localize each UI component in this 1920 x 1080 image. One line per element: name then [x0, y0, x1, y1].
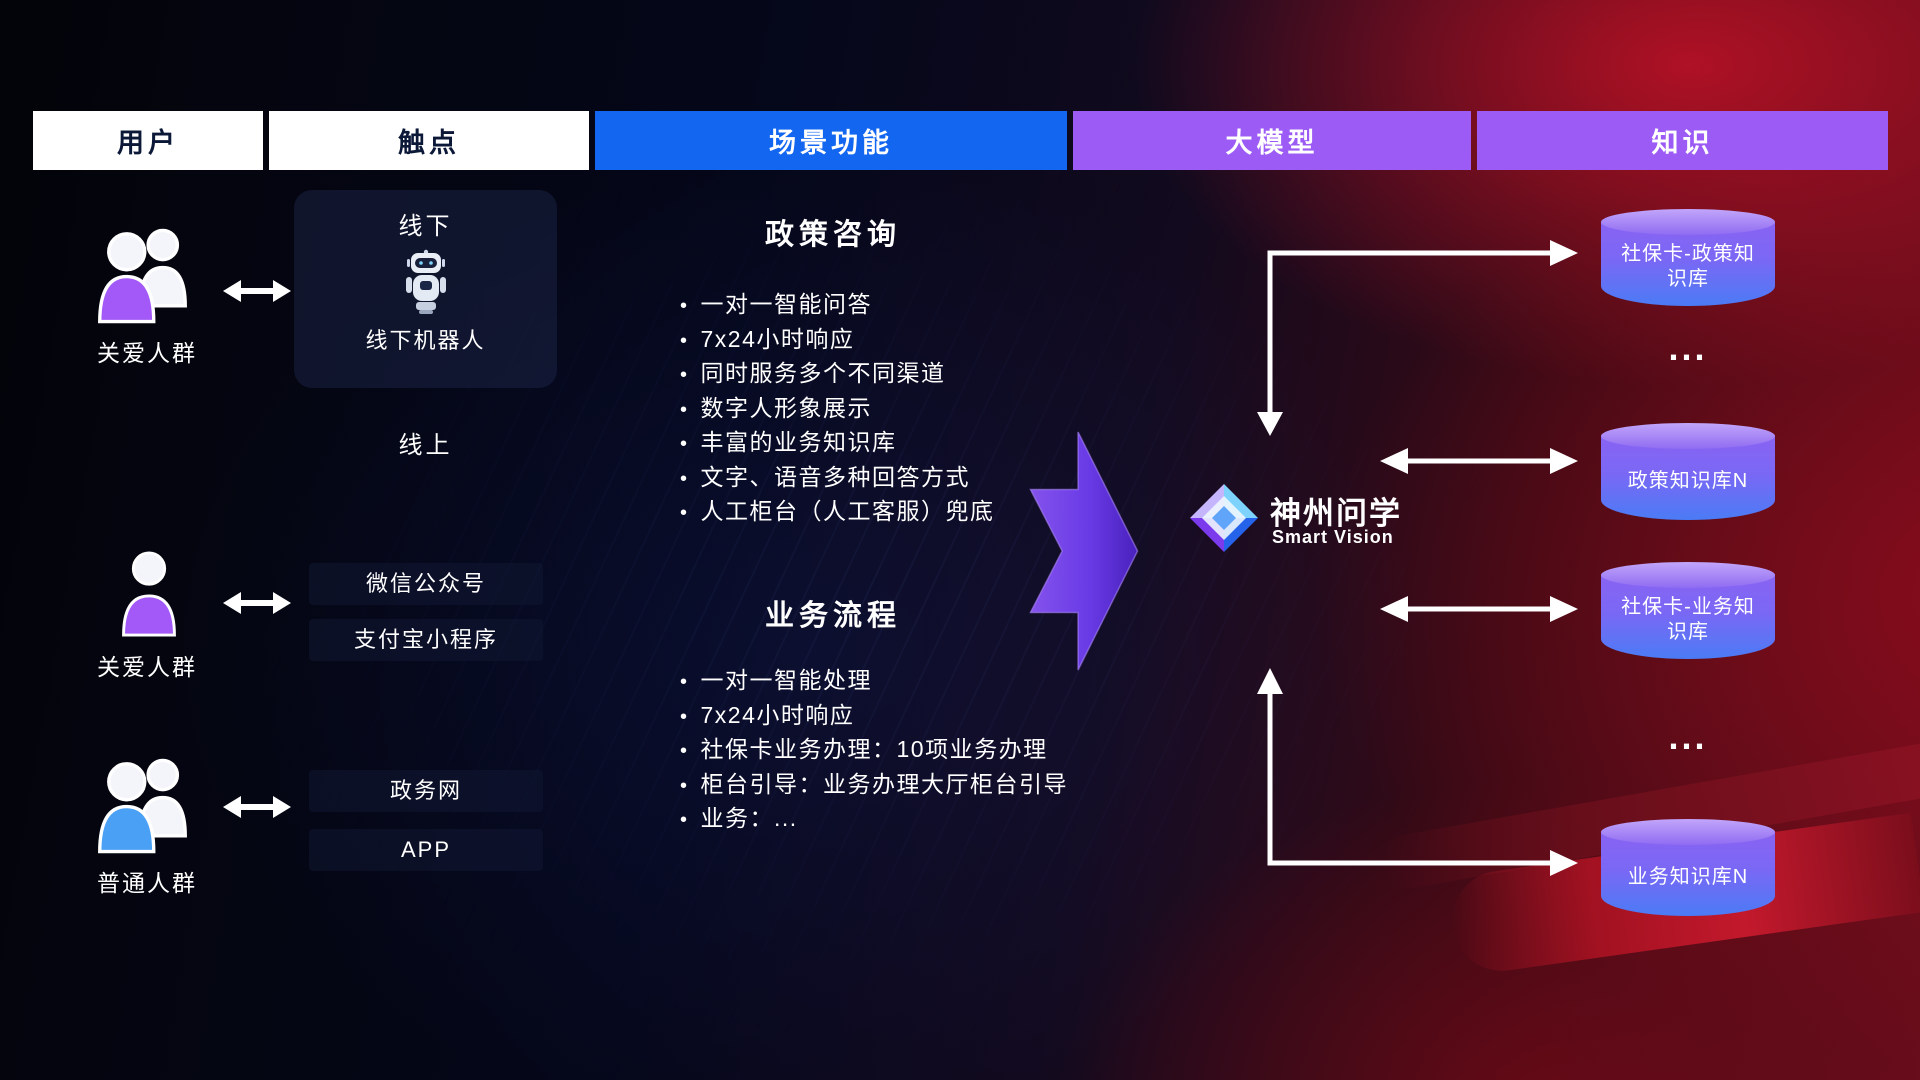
database-cylinder: 业务知识库N [1601, 819, 1775, 916]
people-group-icon [98, 758, 187, 854]
column-header-users-label: 用户 [117, 128, 179, 158]
user-single-label: 关爱人群 [97, 654, 197, 680]
list-item: 数字人形象展示 [680, 392, 995, 427]
scenario-business-list: 一对一智能处理 7x24小时响应 社保卡业务办理：10项业务办理 柜台引导：业务… [680, 664, 1068, 837]
scenario-policy-list: 一对一智能问答 7x24小时响应 同时服务多个不同渠道 数字人形象展示 丰富的业… [680, 288, 995, 530]
list-item: 文字、语音多种回答方式 [680, 461, 995, 496]
person-icon [122, 551, 176, 637]
offline-touchpoint-card: 线下 线下机器人 [294, 190, 557, 388]
robot-icon [405, 249, 446, 314]
double-arrow-icon [223, 592, 291, 614]
list-item: 一对一智能处理 [680, 664, 1068, 699]
touchpoint-govweb: 政务网 [309, 770, 543, 812]
list-item: 7x24小时响应 [680, 699, 1068, 734]
double-arrow-icon [223, 796, 291, 818]
user-general-label: 普通人群 [97, 870, 197, 896]
scenario-title-business: 业务流程 [764, 600, 901, 632]
knowledge-ellipsis: ... [1668, 327, 1708, 368]
model-subtitle: Smart Vision [1272, 527, 1394, 547]
list-item: 一对一智能问答 [680, 288, 995, 323]
column-header-users: 用户 [33, 111, 263, 170]
knowledge-db-label: 社保卡-业务知识库 [1621, 596, 1755, 643]
flow-arrow-icon [1029, 431, 1139, 671]
list-item: 业务：... [680, 802, 1068, 837]
touchpoint-app: APP [309, 829, 543, 871]
online-title: 线上 [398, 432, 453, 459]
column-header-scenarios: 场景功能 [595, 111, 1067, 170]
knowledge-ellipsis: ... [1668, 716, 1708, 757]
knowledge-db-label: 政策知识库N [1627, 469, 1749, 492]
offline-robot-label: 线下机器人 [365, 328, 486, 353]
database-cylinder: 社保卡-政策知识库 [1601, 209, 1775, 306]
column-header-knowledge: 知识 [1477, 111, 1888, 170]
people-group-icon [98, 228, 187, 324]
scenario-title-policy: 政策咨询 [764, 219, 901, 251]
column-header-model: 大模型 [1073, 111, 1471, 170]
column-header-model-label: 大模型 [1225, 128, 1319, 158]
list-item: 丰富的业务知识库 [680, 426, 995, 461]
knowledge-db-label: 社保卡-政策知识库 [1621, 243, 1755, 290]
offline-title: 线下 [398, 213, 453, 240]
list-item: 7x24小时响应 [680, 323, 995, 358]
double-arrow-icon [223, 280, 291, 302]
column-header-scenarios-label: 场景功能 [769, 128, 893, 158]
database-cylinder: 政策知识库N [1601, 423, 1775, 520]
diamond-logo-icon [1190, 484, 1258, 552]
list-item: 同时服务多个不同渠道 [680, 357, 995, 392]
column-header-touchpoints-label: 触点 [398, 128, 460, 158]
list-item: 社保卡业务办理：10项业务办理 [680, 733, 1068, 768]
knowledge-db-label: 业务知识库N [1627, 865, 1749, 888]
column-header-knowledge-label: 知识 [1651, 128, 1714, 158]
user-group-label: 关爱人群 [97, 340, 197, 366]
touchpoint-wechat: 微信公众号 [309, 563, 543, 605]
database-cylinder: 社保卡-业务知识库 [1601, 562, 1775, 659]
touchpoint-alipay: 支付宝小程序 [309, 619, 543, 661]
model-name: 神州问学 [1270, 496, 1402, 531]
column-header-touchpoints: 触点 [269, 111, 589, 170]
list-item: 人工柜台（人工客服）兜底 [680, 495, 995, 530]
list-item: 柜台引导：业务办理大厅柜台引导 [680, 768, 1068, 803]
